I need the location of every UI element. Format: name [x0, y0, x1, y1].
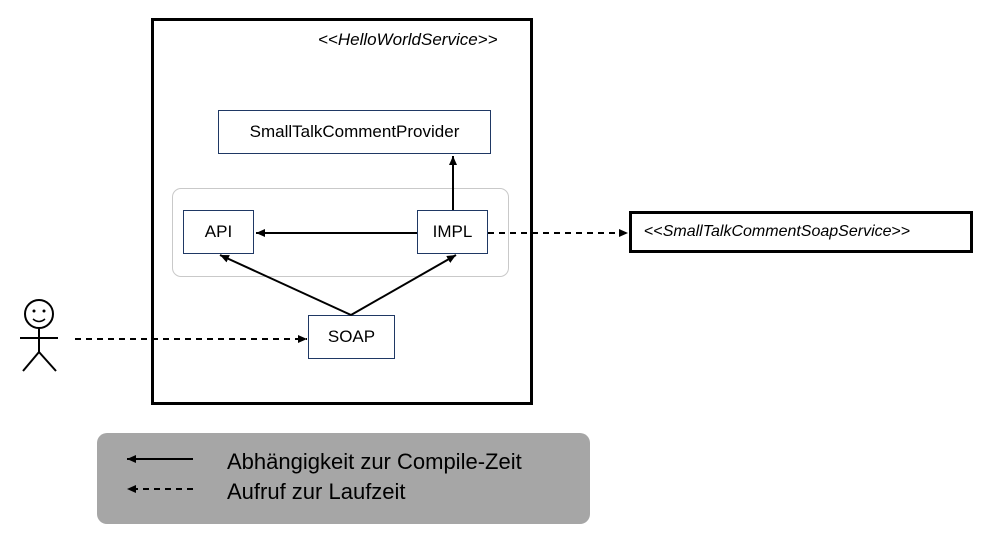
api-label: API — [204, 222, 233, 241]
impl-label: IMPL — [432, 222, 473, 241]
legend-compile-time-text: Abhängigkeit zur Compile-Zeit — [227, 449, 522, 474]
provider-box[interactable]: SmallTalkCommentProvider — [218, 110, 491, 154]
arrow-soap-to-api — [219, 254, 352, 316]
external-service-name: SmallTalkCommentSoapService — [662, 223, 892, 240]
actor-stick-figure-icon — [20, 299, 58, 372]
provider-label: SmallTalkCommentProvider — [249, 122, 460, 141]
external-service-suffix: >> — [891, 223, 911, 240]
soap-label: SOAP — [327, 327, 376, 346]
hello-world-service-frame — [151, 18, 533, 405]
api-box[interactable]: API — [183, 210, 254, 254]
impl-box[interactable]: IMPL — [417, 210, 488, 254]
legend-box — [97, 433, 590, 524]
small-talk-comment-soap-service-box[interactable]: <<SmallTalkCommentSoapService>> — [629, 211, 973, 253]
legend-runtime-text: Aufruf zur Laufzeit — [227, 479, 406, 504]
external-service-prefix: << — [644, 223, 663, 240]
soap-box[interactable]: SOAP — [308, 315, 395, 359]
service-stereotype-label: <<HelloWorldService>> — [318, 30, 498, 49]
arrow-soap-to-impl — [350, 254, 457, 316]
